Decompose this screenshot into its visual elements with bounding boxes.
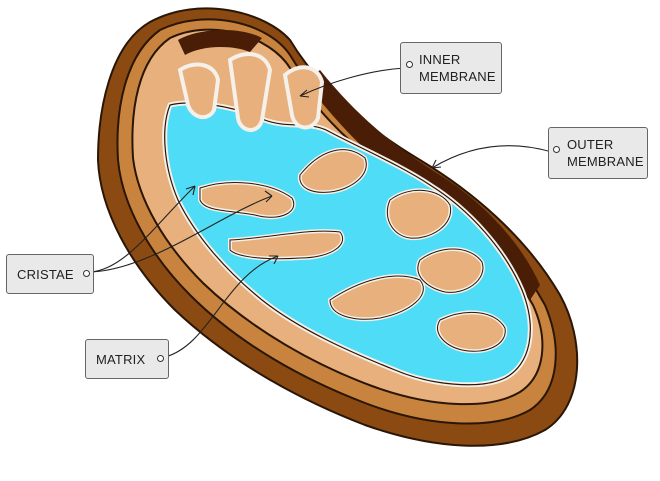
outer-membrane-line2: MEMBRANE [567, 154, 644, 169]
label-cristae: CRISTAE [6, 254, 94, 294]
label-pin-icon [553, 146, 560, 153]
leader-lines [89, 67, 553, 358]
leader-outer-membrane [431, 145, 553, 169]
inner-membrane-line2: MEMBRANE [419, 69, 496, 84]
cristae-outline [199, 149, 506, 352]
label-pin-icon [83, 270, 90, 277]
matrix-text: MATRIX [96, 351, 146, 367]
label-matrix: MATRIX [85, 339, 169, 379]
leader-cristae-b [89, 195, 273, 273]
dark-gap-top [178, 29, 262, 55]
label-outer-membrane: OUTER MEMBRANE [548, 127, 648, 179]
outer-membrane-line1: OUTER [567, 137, 614, 152]
inner-membrane-line1: INNER [419, 52, 461, 67]
label-inner-membrane: INNER MEMBRANE [400, 42, 502, 94]
leader-inner-membrane [299, 67, 406, 97]
arrowhead-matrix [269, 255, 279, 265]
leader-cristae-a [89, 185, 196, 273]
arrowhead-cristae-a [185, 185, 196, 196]
cristae-text: CRISTAE [17, 266, 74, 282]
label-pin-icon [406, 61, 413, 68]
arrowhead-inner [299, 89, 310, 98]
arrowhead-cristae-b [264, 190, 273, 203]
arrowhead-outer [431, 159, 442, 169]
leader-matrix [164, 255, 279, 358]
label-pin-icon [157, 355, 164, 362]
